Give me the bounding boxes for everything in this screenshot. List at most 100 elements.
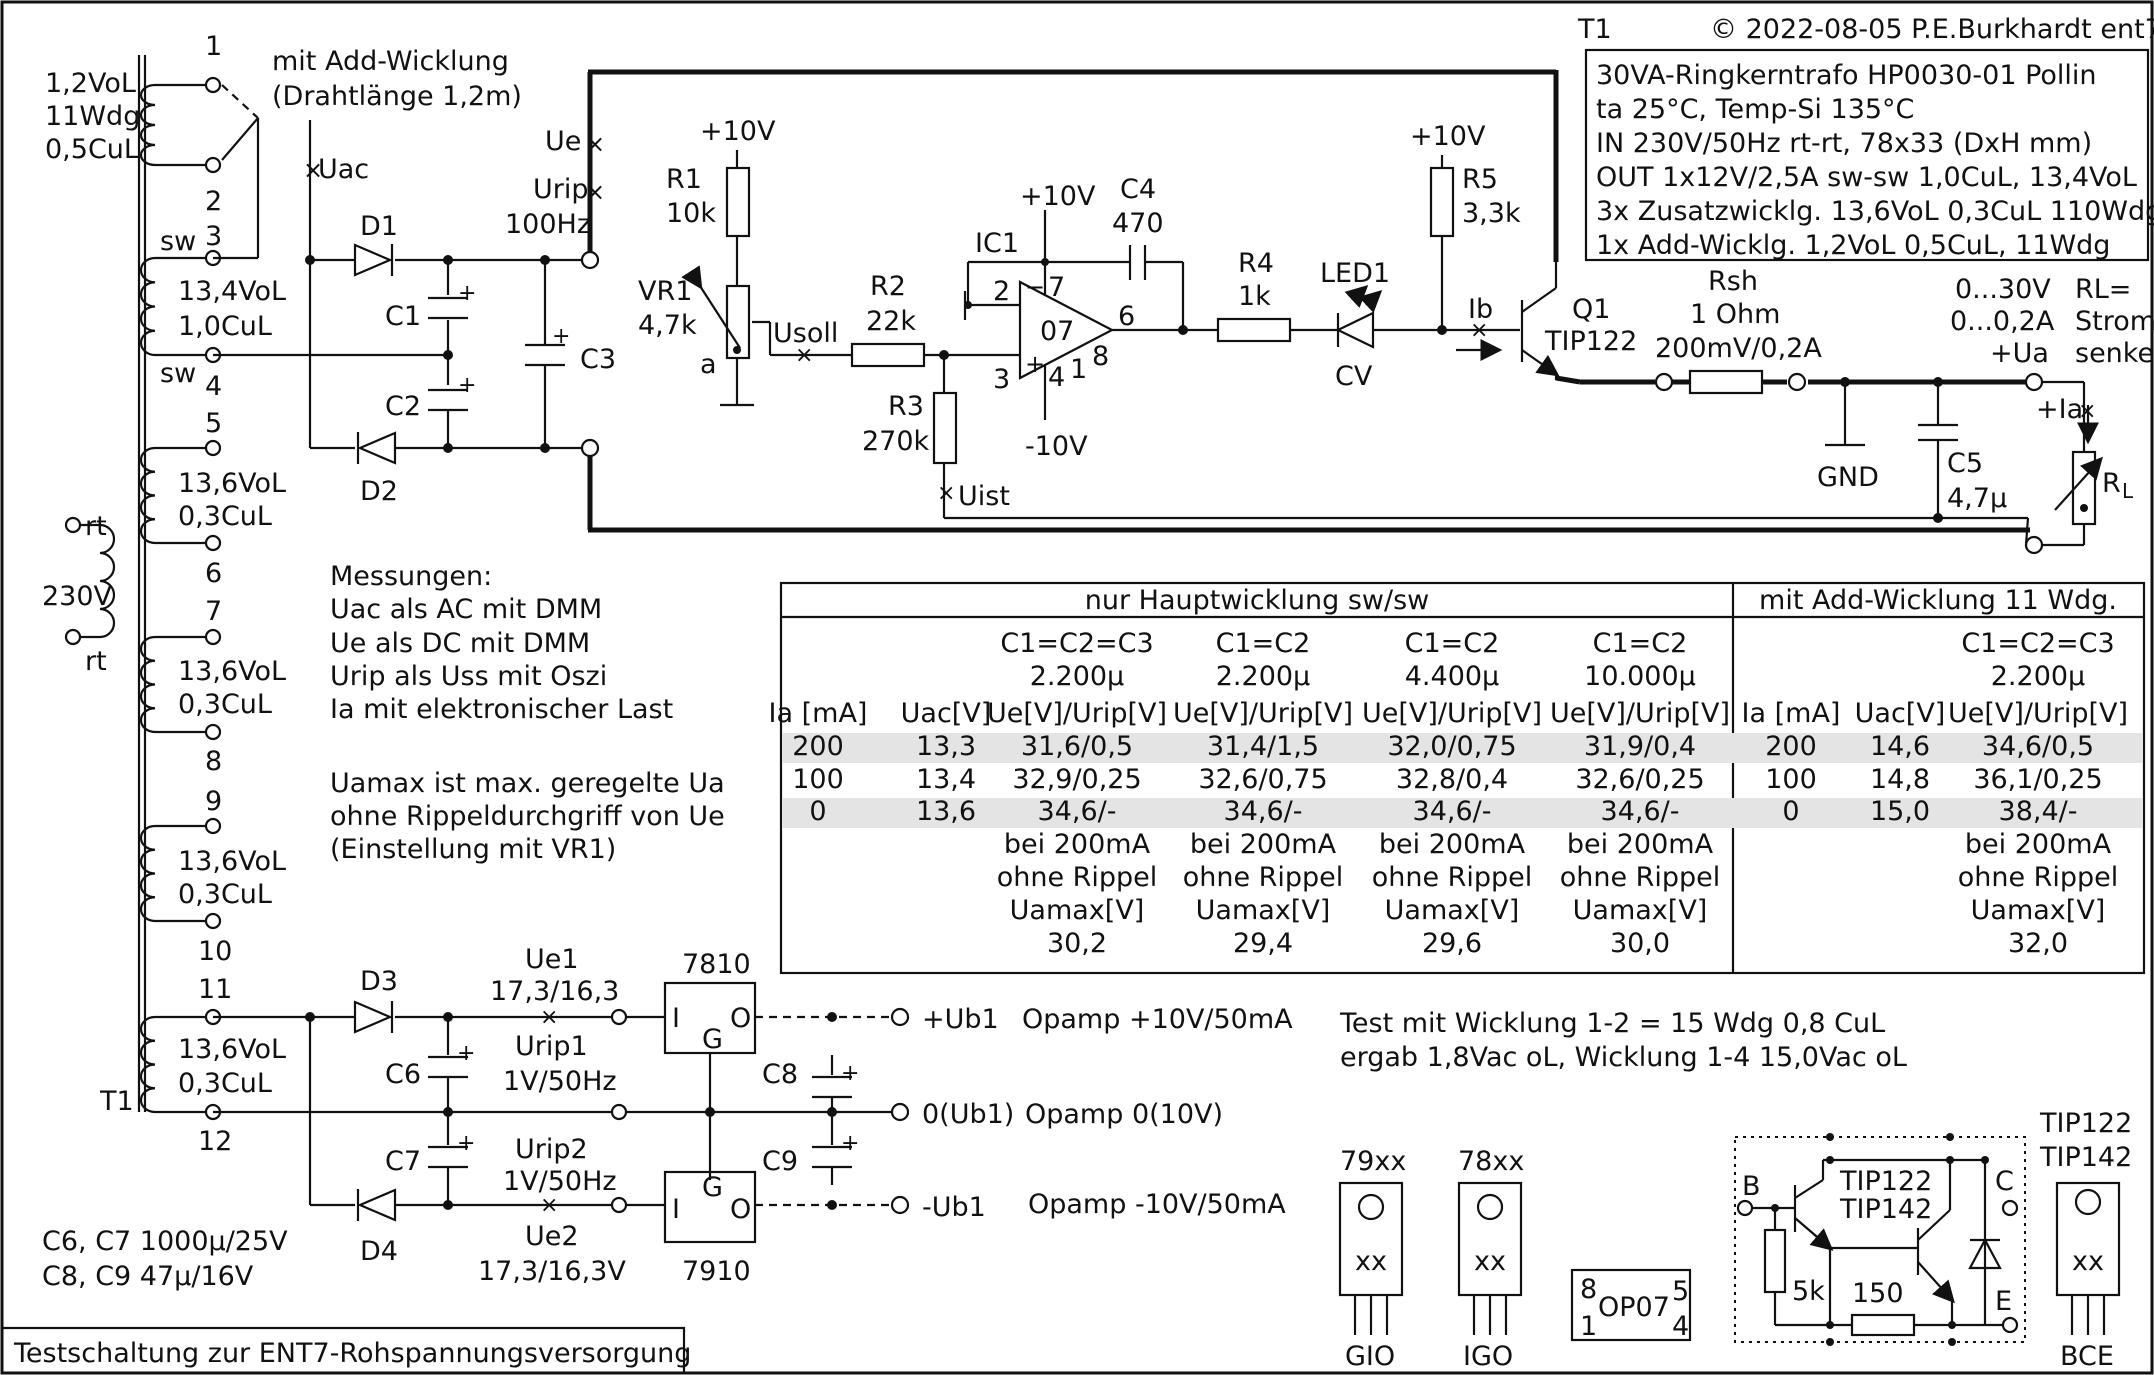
range-current: 0...0,2A <box>1950 306 2055 337</box>
trafo-info-line: 30VA-Ringkerntrafo HP0030-01 Pollin <box>1596 60 2097 91</box>
op07-pin1: 1 <box>1580 1311 1597 1342</box>
table-cap-header: C1=C2 <box>1216 628 1311 659</box>
table-col-header: Uac[V] <box>1855 698 1946 729</box>
reg1-gnd: G <box>702 1024 723 1055</box>
svg-text:+: + <box>841 1061 859 1086</box>
rl-subscript: L <box>2122 479 2134 503</box>
darl-type2: TIP142 <box>1839 1194 1932 1225</box>
plus-ua-label: +Ua <box>1990 338 2049 369</box>
caps-note: C6, C7 1000µ/25V <box>42 1226 288 1257</box>
pin-7-label: 7 <box>1048 272 1065 303</box>
pin-9: 9 <box>205 786 222 817</box>
gnd-label: GND <box>1817 462 1879 493</box>
ub1-plus-desc: Opamp +10V/50mA <box>1022 1004 1293 1035</box>
reg1-out: O <box>730 1003 751 1034</box>
darl-150: 150 <box>1852 1278 1904 1309</box>
table-cell: 0 <box>809 796 826 827</box>
note-line: Uac als AC mit DMM <box>330 594 602 625</box>
pin-1-label: 1 <box>1070 354 1087 385</box>
c5-value: 4,7µ <box>1947 483 2007 514</box>
w910-voltage: 13,6VoL <box>178 846 286 877</box>
table-cell: 100 <box>1765 764 1817 795</box>
secondary-coil <box>139 446 156 545</box>
reg2-label: 7910 <box>682 1256 751 1287</box>
table-uamax-label: ohne Rippel <box>997 862 1158 893</box>
w78-wire: 0,3CuL <box>178 689 272 720</box>
diode-d3 <box>353 1000 394 1034</box>
trafo-info-line: 1x Add-Wicklg. 1,2VoL 0,5CuL, 11Wdg <box>1596 230 2110 261</box>
led1-label: LED1 <box>1320 258 1390 289</box>
w56-wire: 0,3CuL <box>178 501 272 532</box>
pkg-bce: BCE <box>2060 1341 2114 1372</box>
w1112-wire: 0,3CuL <box>178 1068 272 1099</box>
pin-3: 3 <box>205 221 222 252</box>
c1-label: C1 <box>385 301 421 332</box>
secondary-coil <box>139 635 156 734</box>
package-79xx <box>1338 1181 1404 1335</box>
pkg-tip-xx: xx <box>2072 1246 2104 1277</box>
table-cell: 31,6/0,5 <box>1021 731 1133 762</box>
vr1-label: VR1 <box>638 276 692 307</box>
c4-value: 470 <box>1112 208 1164 239</box>
pkg-gio: GIO <box>1345 1341 1395 1372</box>
table-cell: 32,0/0,75 <box>1387 731 1516 762</box>
table-uamax-label: Uamax[V] <box>1971 895 2106 926</box>
add-note: mit Add-Wicklung <box>272 46 509 77</box>
table-uamax-label: ohne Rippel <box>1372 862 1533 893</box>
svg-text:×: × <box>1470 318 1488 343</box>
winding-terminal <box>204 156 222 174</box>
pkg-78xx-xx: xx <box>1474 1246 1506 1277</box>
pin-3-label: 3 <box>993 364 1010 395</box>
package-78xx <box>1457 1181 1523 1335</box>
svg-text:×: × <box>540 1005 558 1030</box>
table-uamax-value: 30,0 <box>1610 928 1670 959</box>
winding-terminal <box>204 912 222 930</box>
r4-label: R4 <box>1238 248 1274 279</box>
svg-text:×: × <box>540 1193 558 1218</box>
plus10v-r1: +10V <box>700 116 776 147</box>
ue1-label: Ue1 <box>525 944 579 975</box>
w12-wire: 0,5CuL <box>45 134 139 165</box>
winding-terminal <box>204 534 222 552</box>
table-cap-header: 2.200µ <box>1991 661 2085 692</box>
table-group-main: nur Hauptwicklung sw/sw <box>1085 585 1430 616</box>
note-line: Urip als Uss mit Oszi <box>330 661 607 692</box>
r1-value: 10k <box>666 198 716 229</box>
pkg-79xx-xx: xx <box>1355 1246 1387 1277</box>
uist-label: Uist <box>958 481 1010 512</box>
w78-voltage: 13,6VoL <box>178 656 286 687</box>
vr1-value: 4,7k <box>638 310 697 341</box>
table-uamax-value: 29,4 <box>1233 928 1293 959</box>
table-cell: 200 <box>1765 731 1817 762</box>
d2-label: D2 <box>360 476 398 507</box>
table-uamax-label: bei 200mA <box>1379 829 1526 860</box>
table-uamax-label: bei 200mA <box>1567 829 1714 860</box>
table-cell: 38,4/- <box>1999 796 2078 827</box>
pin-5: 5 <box>205 408 222 439</box>
secondary-coil <box>139 1015 156 1114</box>
pkg-igo: IGO <box>1463 1341 1513 1372</box>
secondary-coil <box>139 83 156 167</box>
note-line: Ia mit elektronischer Last <box>330 694 673 725</box>
capacitor-c3: + <box>525 324 570 367</box>
table-cell: 34,6/0,5 <box>1982 731 2094 762</box>
sw-label: sw <box>160 358 196 389</box>
r1-label: R1 <box>666 164 702 195</box>
rl-strom: Strom- <box>2075 306 2154 337</box>
note-line: Messungen: <box>330 561 492 592</box>
pin-2-label: 2 <box>993 276 1010 307</box>
winding-terminal <box>204 723 222 741</box>
table-uamax-label: Uamax[V] <box>1385 895 1520 926</box>
transformer-t1: rt rt 230V T1 <box>42 55 147 1117</box>
table-cap-header: 2.200µ <box>1216 661 1310 692</box>
d4-label: D4 <box>360 1236 398 1267</box>
pin-1: 1 <box>205 31 222 62</box>
caps-note: C8, C9 47µ/16V <box>42 1261 254 1292</box>
ub1-zero-desc: Opamp 0(10V) <box>1025 1099 1223 1130</box>
table-cell: 0 <box>1782 796 1799 827</box>
diode-d1 <box>353 243 394 277</box>
copyright: © 2022-08-05 P.E.Burkhardt ent7-1 <box>1710 14 2154 45</box>
pin-8: 8 <box>205 746 222 777</box>
ub1-minus: -Ub1 <box>922 1192 986 1223</box>
capacitor-c9: + <box>812 1131 859 1169</box>
